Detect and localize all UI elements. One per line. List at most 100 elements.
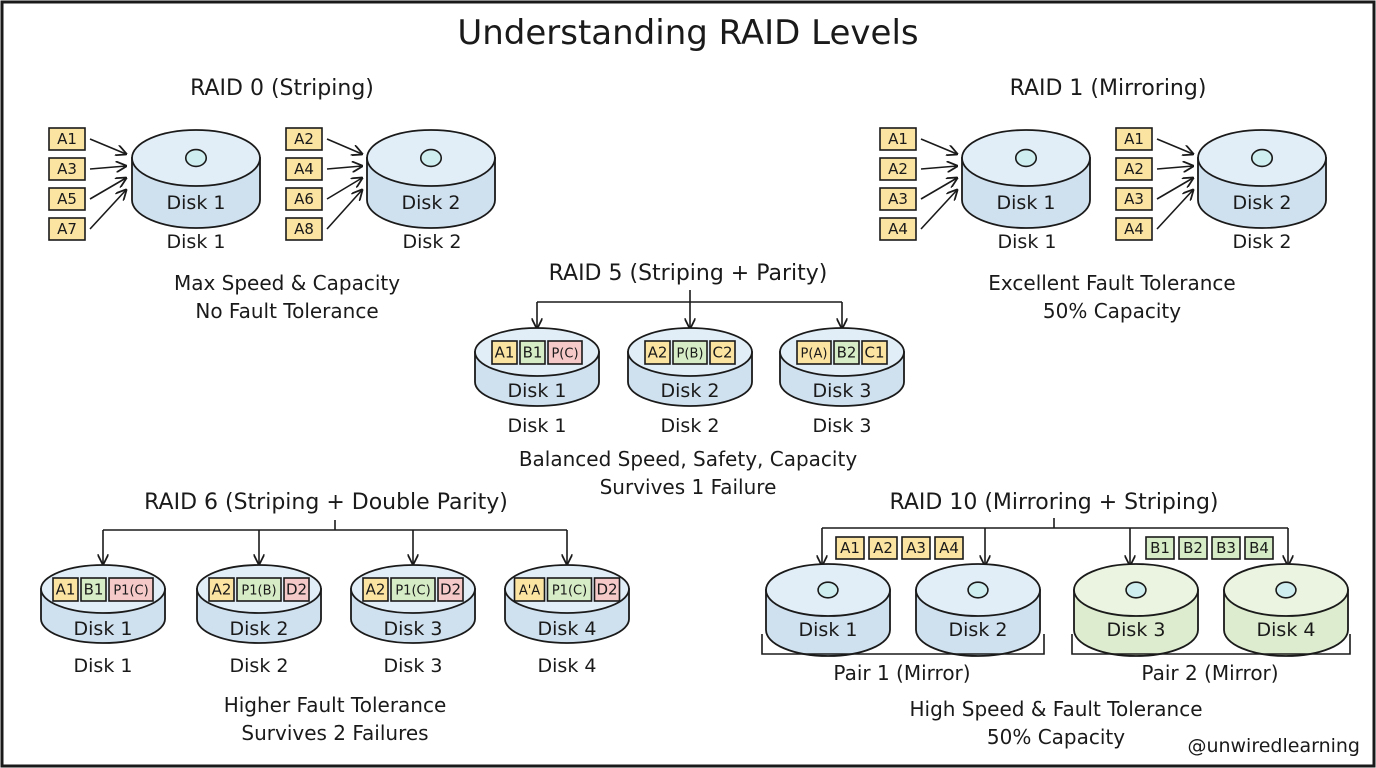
- raid0-disk1-arrow: [89, 190, 126, 230]
- raid0-disk1-arrow: [89, 166, 126, 169]
- raid10-summary-line1: High Speed & Fault Tolerance: [909, 697, 1202, 721]
- raid6-disk4-block: [513, 577, 546, 602]
- raid6-disk2-block: [236, 577, 282, 602]
- raid6-disk2-caption: Disk 2: [230, 655, 289, 677]
- raid10-disk4: Disk 4: [1223, 563, 1349, 657]
- raid1-disk1-arrow: [920, 190, 957, 230]
- raid1-disk1-arrow: [920, 166, 957, 169]
- raid10-disk2: Disk 2: [915, 563, 1041, 657]
- raid10-summary-line2: 50% Capacity: [987, 725, 1125, 749]
- raid10-pair1-block-text: A2: [873, 539, 893, 557]
- raid5-disk1-label: Disk 1: [508, 380, 567, 402]
- raid0-disk1-arrow: [89, 138, 126, 154]
- raid5-disk2-block-text: P(B): [677, 347, 704, 362]
- raid6-disk3-caption: Disk 3: [384, 655, 443, 677]
- raid6-summary-line2: Survives 2 Failures: [241, 721, 428, 745]
- raid10-pair2-block-text: B2: [1183, 539, 1203, 557]
- raid10-disk1: Disk 1: [765, 563, 891, 657]
- raid0-disk1-block-text: A7: [57, 220, 77, 238]
- raid1-disk2-arrow: [1156, 166, 1193, 169]
- raid10-pair1-block: [901, 536, 931, 560]
- raid0-disk2-block: [285, 127, 323, 151]
- raid5-disk3-block-text: C1: [864, 344, 884, 362]
- raid10-disk3: Disk 3: [1073, 563, 1199, 657]
- credit-handle: @unwiredlearning: [1187, 735, 1360, 757]
- raid5-summary-line1: Balanced Speed, Safety, Capacity: [519, 447, 857, 471]
- raid5-disk1-block: [547, 340, 583, 365]
- raid10-pair1-block: [868, 536, 898, 560]
- raid6-disk2-block: [283, 577, 310, 602]
- raid10-disk4-label: Disk 4: [1257, 619, 1316, 641]
- raid1-disk2-block: [1115, 187, 1153, 211]
- raid10-pair2-block: [1178, 536, 1208, 560]
- raid6-disk2-block: [208, 577, 235, 602]
- raid5-disk3-label: Disk 3: [813, 380, 872, 402]
- raid1-disk1-arrow: [920, 138, 957, 154]
- raid10-disk2-label: Disk 2: [949, 619, 1008, 641]
- raid5-disk3-block: [796, 340, 832, 365]
- raid6-disk2: Disk 2: [196, 564, 322, 644]
- raid1-heading: RAID 1 (Mirroring): [1010, 76, 1207, 101]
- raid5-disk1-block: [519, 340, 546, 365]
- raid0-disk2-spindle-hole: [419, 148, 443, 168]
- raid1-summary-line2: 50% Capacity: [1043, 299, 1181, 323]
- raid5-heading: RAID 5 (Striping + Parity): [549, 261, 828, 286]
- raid10-disk2-spindle-hole: [967, 581, 989, 599]
- raid10-pair2-label: Pair 2 (Mirror): [1141, 661, 1278, 685]
- raid5-disk2: Disk 2: [627, 327, 753, 407]
- raid5-disk1-block-text: P(C): [551, 347, 578, 362]
- raid5-disk2-block: [709, 340, 736, 365]
- raid6-disk3-block-text: P1(C): [395, 584, 430, 599]
- raid0-disk2-arrow: [326, 166, 362, 169]
- raid1-disk2-block-text: A3: [1124, 190, 1144, 208]
- raid6-summary-line1: Higher Fault Tolerance: [224, 693, 447, 717]
- raid0-summary-line1: Max Speed & Capacity: [174, 271, 400, 295]
- raid1-disk2-block-text: A4: [1124, 220, 1144, 238]
- raid0-summary-line2: No Fault Tolerance: [195, 299, 378, 323]
- raid6-disk2-label: Disk 2: [230, 618, 289, 640]
- raid0-disk2-block-text: A6: [294, 190, 314, 208]
- raid6-disk3-label: Disk 3: [384, 618, 443, 640]
- raid1-disk2-block-text: A1: [1124, 130, 1144, 148]
- raid6-disk3-block: [437, 577, 464, 602]
- raid6-disk4-caption: Disk 4: [538, 655, 597, 677]
- raid6-disk4: Disk 4: [504, 564, 630, 644]
- raid6-disk2-block-text: A2: [212, 581, 232, 599]
- raid6-disk4-block-text: D2: [596, 581, 617, 599]
- raid10-pair1-block-text: A3: [906, 539, 926, 557]
- raid6-disk1-block: [108, 577, 154, 602]
- raid1-disk2-arrow: [1156, 178, 1193, 200]
- raid10-disk1-label: Disk 1: [799, 619, 858, 641]
- raid5-disk1: Disk 1: [474, 327, 600, 407]
- raid1-disk2: Disk 2: [1197, 129, 1327, 229]
- raid5-disk3-block: [861, 340, 888, 365]
- raid0-disk2-block: [285, 157, 323, 181]
- raid0-disk1-block: [48, 157, 86, 181]
- raid6-disk4-block: [593, 577, 621, 602]
- raid6-disk1-block: [80, 577, 107, 602]
- raid6-disk1-block-text: A1: [56, 581, 76, 599]
- raid1-disk2-label: Disk 2: [1233, 192, 1292, 214]
- raid5-disk1-caption: Disk 1: [508, 415, 567, 437]
- raid6-disk3: Disk 3: [350, 564, 476, 644]
- raid0-disk2-arrow: [326, 178, 362, 200]
- raid6-heading: RAID 6 (Striping + Double Parity): [144, 490, 508, 515]
- raid1-disk1-block: [879, 217, 917, 241]
- raid5-summary-line2: Survives 1 Failure: [600, 475, 777, 499]
- raid0-disk2-caption: Disk 2: [403, 231, 462, 253]
- raid10-disk3-spindle-hole: [1125, 581, 1147, 599]
- raid1-disk1-arrow: [920, 178, 957, 200]
- raid1-disk1-block: [879, 187, 917, 211]
- raid0-disk1-label: Disk 1: [167, 192, 226, 214]
- raid0-disk2-label: Disk 2: [402, 192, 461, 214]
- raid1-disk1-spindle-hole: [1014, 148, 1038, 168]
- raid10-pair2-block: [1244, 536, 1274, 560]
- raid10-disk3-label: Disk 3: [1107, 619, 1166, 641]
- raid0-disk2-block: [285, 187, 323, 211]
- raid5-disk2-caption: Disk 2: [661, 415, 720, 437]
- raid1-disk1-block-text: A2: [888, 160, 908, 178]
